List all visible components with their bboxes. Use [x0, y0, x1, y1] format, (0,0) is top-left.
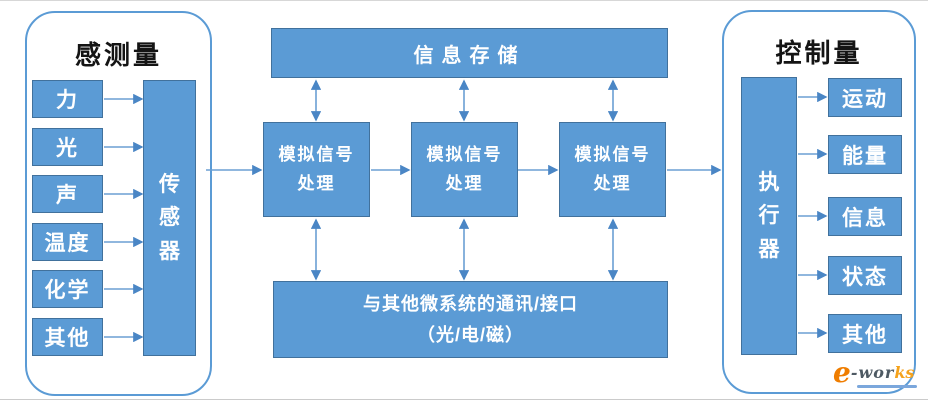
eworks-logo-wor: -wor — [850, 363, 895, 382]
eworks-logo-underline — [857, 385, 917, 388]
control-item-energy: 能量 — [828, 135, 902, 174]
analog-signal-processing-block-1: 模拟信号 处理 — [263, 122, 370, 217]
sensed-item-light: 光 — [32, 128, 103, 166]
comms-link-arrows — [310, 218, 619, 281]
eworks-logo: e-works — [833, 356, 917, 389]
control-item-motion: 运动 — [828, 78, 902, 117]
sensed-item-temperature: 温度 — [32, 223, 103, 261]
control-item-information: 信息 — [828, 197, 902, 236]
sensed-item-force: 力 — [32, 80, 103, 118]
storage-link-arrows — [310, 79, 619, 122]
information-storage-block: 信息存储 — [271, 28, 668, 78]
control-item-other: 其他 — [828, 314, 902, 353]
sensed-item-chemical: 化学 — [32, 270, 103, 308]
sensed-item-other: 其他 — [32, 318, 103, 356]
sensed-quantities-title: 感测量 — [74, 40, 162, 70]
comms-interface-block: 与其他微系统的通讯/接口 （光/电/磁） — [273, 281, 668, 358]
top-edge-line — [0, 0, 928, 1]
actuator-block: 执 行 器 — [741, 77, 797, 355]
eworks-logo-e: e — [833, 356, 851, 389]
control-item-state: 状态 — [828, 256, 902, 295]
sensed-item-sound: 声 — [32, 175, 103, 213]
bottom-edge-line — [0, 399, 928, 400]
analog-signal-processing-block-3: 模拟信号 处理 — [559, 122, 666, 217]
eworks-logo-ks: ks — [894, 363, 915, 382]
control-quantities-title: 控制量 — [775, 38, 863, 68]
analog-signal-processing-block-2: 模拟信号 处理 — [411, 122, 518, 217]
sensor-block: 传 感 器 — [143, 80, 196, 356]
